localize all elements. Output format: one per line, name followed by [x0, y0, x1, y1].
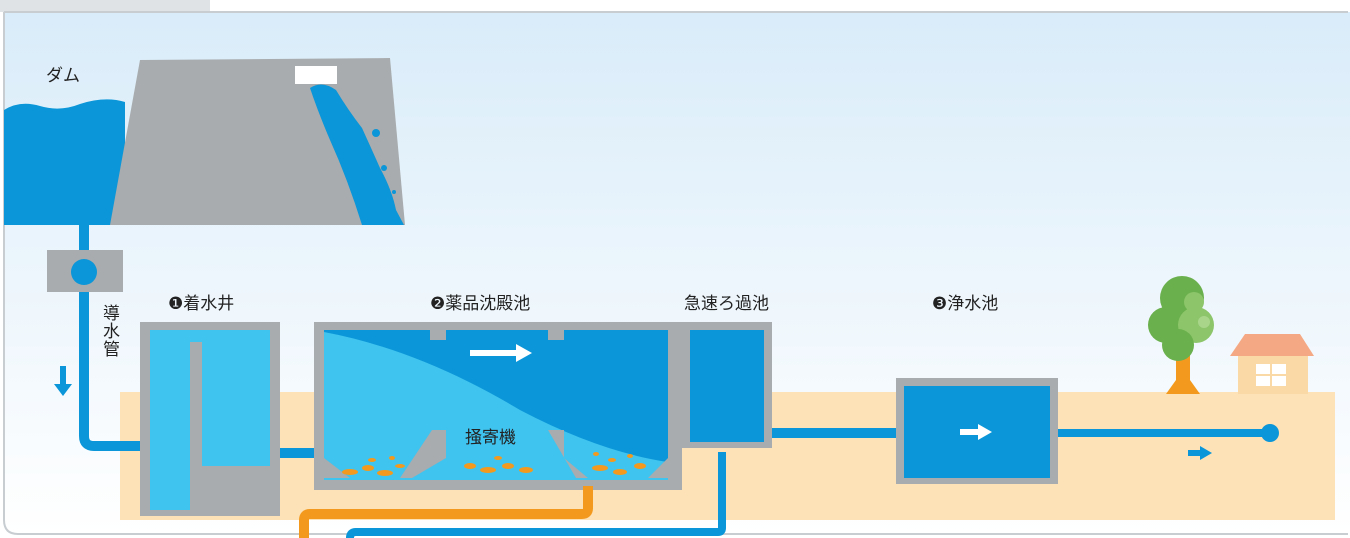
- sludge-pipe: [299, 486, 593, 538]
- right-arrow-icon: [978, 424, 992, 440]
- house-icon: [1230, 334, 1314, 394]
- sedimentation-basin-label: ❷薬品沈殿池: [430, 294, 531, 314]
- hopper-wall: [400, 430, 446, 478]
- water-drop: [381, 165, 387, 171]
- spillway-water: [310, 84, 404, 225]
- conduit-valve: [71, 259, 97, 285]
- outlet-pipe-end: [1261, 424, 1279, 442]
- tree-roots: [1166, 380, 1200, 394]
- rapid-filter-water: [690, 330, 764, 442]
- water-drop: [372, 129, 380, 137]
- sludge-particles: [342, 452, 646, 476]
- frame-border: [3, 11, 1348, 535]
- dam-label: ダム: [46, 66, 80, 86]
- clear-water-reservoir-label: ❸浄水池: [932, 294, 999, 314]
- right-arrow-icon: [516, 344, 532, 362]
- receiving-well-baffle: [190, 342, 202, 510]
- baffle-top: [430, 330, 446, 340]
- hopper-wall: [648, 458, 668, 478]
- baffle-top: [548, 330, 564, 340]
- receiving-well-label: ❶着水井: [168, 294, 235, 314]
- down-arrow-icon: [54, 384, 72, 396]
- scraper-label: 掻寄機: [465, 428, 516, 448]
- outlet-pipe: [1058, 429, 1270, 437]
- sedimentation-water-light: [324, 332, 668, 480]
- water-drop: [392, 190, 396, 194]
- flow-arrow-shaft: [60, 366, 66, 386]
- hopper-wall: [548, 430, 588, 478]
- frame-tab: [0, 0, 210, 12]
- flow-arrow-shaft: [1188, 450, 1202, 456]
- dam-gate: [295, 66, 337, 84]
- rapid-filter-label: 急速ろ過池: [684, 294, 769, 314]
- right-arrow-icon: [1200, 446, 1212, 460]
- conduit-label: 導水管: [99, 304, 119, 358]
- connector-pipe-2: [772, 428, 900, 438]
- flow-arrow-shaft: [470, 350, 518, 356]
- connector-pipe-1: [280, 448, 316, 458]
- flow-arrow-shaft: [960, 429, 980, 435]
- backwash-pipe: [346, 452, 726, 538]
- receiving-well-step: [202, 466, 280, 516]
- tree-icon: [1148, 276, 1214, 361]
- dam-reservoir-water: [4, 99, 125, 225]
